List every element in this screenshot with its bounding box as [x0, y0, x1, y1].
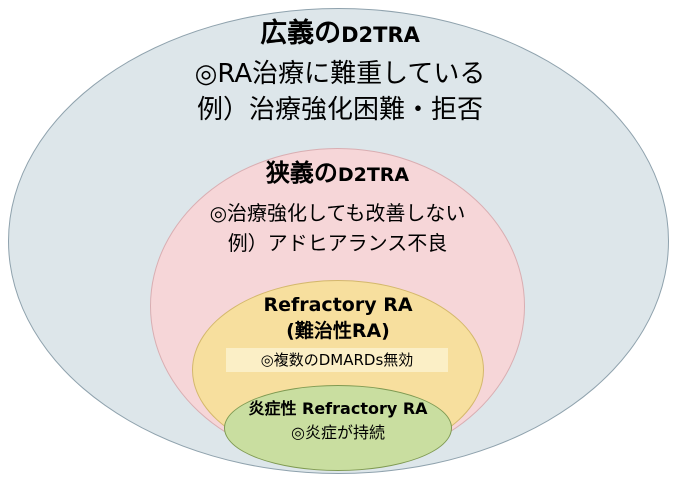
inflammatory-refractory-ra-note: ◎炎症が持続	[291, 423, 385, 442]
narrow-title-main: 狭義の	[265, 159, 338, 187]
narrow-title-abbr: D2TRA	[337, 164, 410, 186]
narrow-d2tra-line1: ◎治療強化しても改善しない	[209, 201, 466, 225]
broad-d2tra-line2: 例）治療強化困難・拒否	[196, 95, 483, 125]
broad-d2tra-title: 広義のD2TRA	[0, 18, 680, 51]
narrow-d2tra-title: 狭義のD2TRA	[150, 158, 525, 190]
narrow-d2tra-line2: 例）アドヒアランス不良	[227, 231, 448, 255]
broad-title-abbr: D2TRA	[341, 23, 420, 47]
inflammatory-refractory-ra-ellipse	[224, 385, 452, 471]
refractory-ra-title: Refractory RA	[263, 294, 413, 316]
inflammatory-refractory-ra-title: 炎症性 Refractory RA	[248, 399, 428, 418]
broad-title-main: 広義の	[260, 18, 342, 49]
refractory-ra-note: ◎複数のDMARDs無効	[226, 348, 448, 372]
broad-d2tra-line1: ◎RA治療に難重している	[194, 59, 486, 89]
refractory-ra-subtitle: (難治性RA)	[286, 320, 390, 342]
